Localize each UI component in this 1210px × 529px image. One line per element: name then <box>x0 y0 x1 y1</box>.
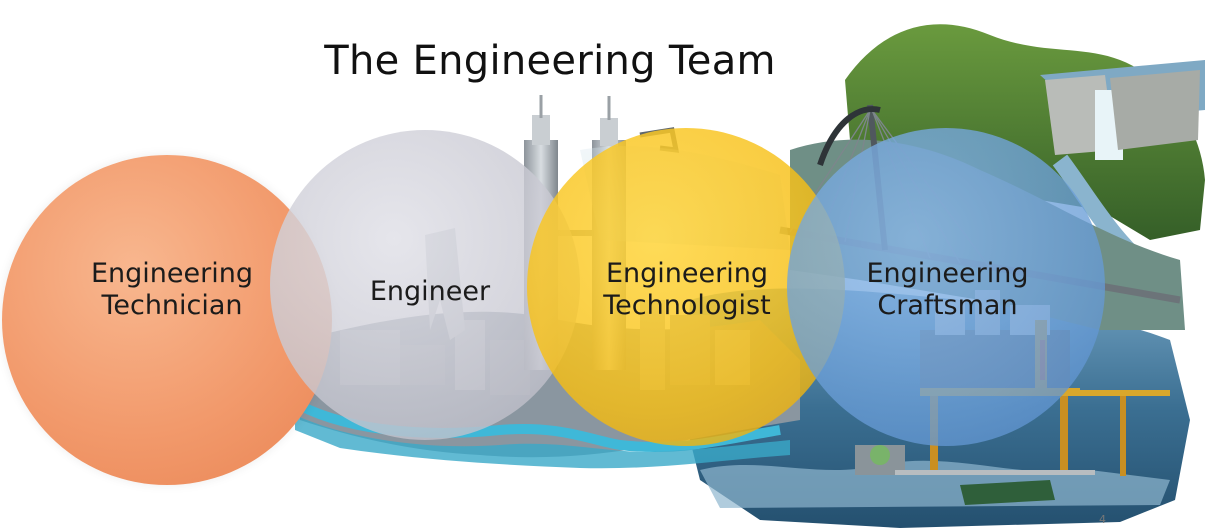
circle-engineering-craftsman <box>787 128 1105 446</box>
label-engineering-craftsman: Engineering Craftsman <box>825 258 1070 322</box>
page-number: 4 <box>1099 513 1106 526</box>
label-engineer: Engineer <box>325 276 535 308</box>
label-line-1: Engineer <box>369 276 491 307</box>
label-line-1: Engineering <box>606 258 768 289</box>
label-engineering-technologist: Engineering Technologist <box>562 258 812 322</box>
label-line-1: Engineering <box>866 258 1029 289</box>
label-line-2: Technologist <box>603 290 771 321</box>
bridge-arch <box>817 106 881 166</box>
label-engineering-technician: Engineering Technician <box>52 258 292 322</box>
label-line-2: Craftsman <box>877 290 1018 321</box>
slide-title: The Engineering Team <box>324 38 776 84</box>
label-line-1: Engineering <box>91 258 253 289</box>
dam-spillway <box>1110 70 1200 150</box>
city-shore <box>295 415 790 469</box>
label-line-2: Technician <box>101 290 243 321</box>
